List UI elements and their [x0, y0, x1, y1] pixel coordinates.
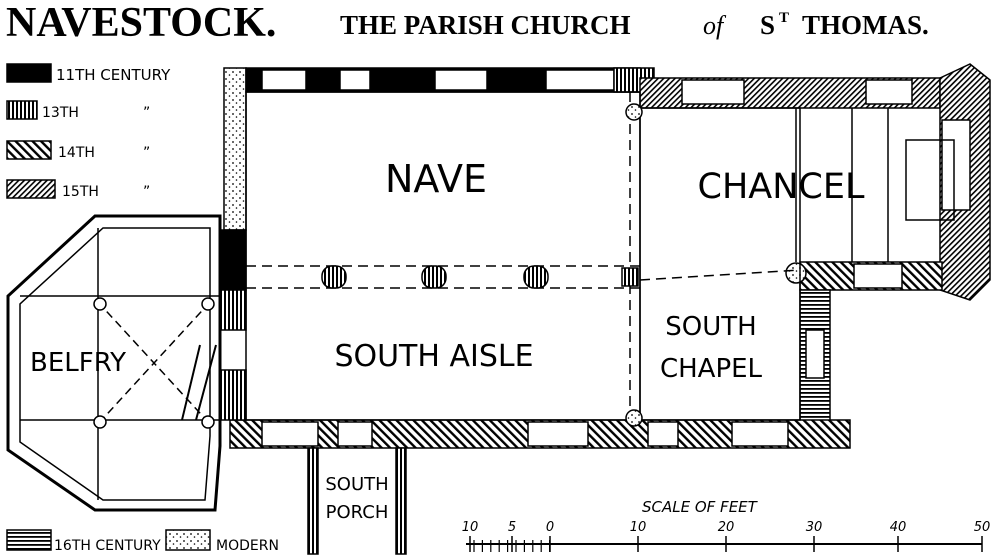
- scale-tick-label: 30: [806, 520, 823, 535]
- label-belfry: BELFRY: [30, 348, 126, 378]
- title-main: THE PARISH CHURCH: [340, 10, 631, 40]
- legend: 11TH CENTURY 13TH ” 14TH ” 15TH ” 16TH C…: [6, 63, 279, 554]
- legend-label-15th: 15TH: [62, 184, 99, 200]
- label-chancel: CHANCEL: [698, 167, 865, 207]
- room-labels: NAVE CHANCEL SOUTH AISLE SOUTH CHAPEL BE…: [30, 157, 865, 523]
- chancel-outline: [639, 107, 801, 421]
- east-window: [941, 119, 971, 211]
- belfry-post-1: [93, 297, 107, 311]
- legend-label-14th: 14TH: [58, 145, 95, 161]
- scale-tick-label: 20: [718, 520, 735, 535]
- chapel-arch: [639, 269, 801, 281]
- legend-swatch-15th: [6, 179, 56, 199]
- legend-ditto-14th: ”: [143, 145, 150, 161]
- west-wall-modern: [223, 67, 247, 231]
- legend-swatch-13th: [6, 100, 38, 120]
- label-south-aisle: SOUTH AISLE: [334, 339, 533, 374]
- pier-5: [625, 409, 643, 427]
- scale-tick-label: 10: [462, 520, 479, 535]
- label-south-chapel-2: CHAPEL: [660, 354, 763, 384]
- belfry-post-3: [93, 415, 107, 429]
- porch-west-wall: [307, 447, 319, 555]
- belfry-post-4: [201, 415, 215, 429]
- nave-window-1: [261, 69, 307, 91]
- pier-2: [421, 265, 447, 289]
- label-south-chapel-1: SOUTH: [665, 312, 756, 342]
- legend-ditto-15th: ”: [143, 184, 150, 200]
- pier-1: [321, 265, 347, 289]
- scale-title: SCALE OF FEET: [642, 498, 759, 516]
- title-thomas: THOMAS.: [802, 10, 929, 40]
- legend-label-modern: MODERN: [216, 538, 279, 554]
- legend-ditto-13th: ”: [143, 105, 150, 121]
- legend-swatch-14th: [6, 140, 52, 160]
- title-of: of: [703, 11, 727, 40]
- belfry-stair: [181, 344, 201, 421]
- title-saint-sup: T: [779, 10, 789, 26]
- label-nave: NAVE: [385, 157, 487, 201]
- title-block: NAVESTOCK. THE PARISH CHURCH of S T THOM…: [6, 0, 929, 46]
- belfry-stair-2: [195, 344, 217, 421]
- chancel-buttress: [785, 262, 807, 284]
- legend-label-16th: 16TH CENTURY: [54, 538, 161, 554]
- belfry-inner-wall: [19, 227, 211, 501]
- legend-swatch-11th: [6, 63, 52, 83]
- chancel-north-window-1: [681, 79, 745, 105]
- aisle-window-2: [527, 421, 589, 447]
- legend-label-11th: 11TH CENTURY: [56, 66, 171, 84]
- south-door: [337, 421, 373, 447]
- scale-tick-label: 5: [508, 520, 516, 535]
- nave-window-3: [545, 69, 615, 91]
- nave-window-2: [434, 69, 488, 91]
- belfry-post-2: [201, 297, 215, 311]
- pier-6: [625, 103, 643, 121]
- belfry-diagonal-2: [97, 301, 211, 425]
- chancel-north-window-2: [865, 79, 913, 105]
- label-south-porch-2: PORCH: [326, 502, 389, 523]
- piers: [93, 103, 643, 429]
- scale-tick-label: 40: [890, 520, 907, 535]
- scale-tick-label: 10: [630, 520, 647, 535]
- south-chapel-east-window: [805, 329, 825, 379]
- label-south-porch-1: SOUTH: [325, 474, 388, 495]
- nave-north-door: [339, 69, 371, 91]
- pier-3: [523, 265, 549, 289]
- walls: [6, 63, 991, 555]
- aisle-window-1: [261, 421, 319, 447]
- legend-swatch-modern: [165, 529, 211, 551]
- belfry-outer-wall: [6, 214, 222, 512]
- chapel-window: [731, 421, 789, 447]
- scale-minor-ticks: [473, 540, 551, 552]
- chancel-south-window: [853, 263, 903, 289]
- interior-lines: [20, 91, 955, 500]
- altar: [905, 139, 955, 221]
- chapel-door: [647, 421, 679, 447]
- scale-tick-label: 0: [546, 520, 554, 535]
- legend-label-13th: 13TH: [42, 105, 79, 121]
- porch-east-wall: [395, 447, 407, 555]
- west-wall-13th: [219, 289, 247, 331]
- title-place: NAVESTOCK.: [6, 0, 276, 46]
- legend-swatch-16th: [6, 529, 52, 551]
- west-wall-13th-lower: [219, 369, 247, 421]
- title-saint: S: [760, 10, 775, 40]
- pier-4: [621, 267, 639, 287]
- scale-tick-label: 50: [974, 520, 991, 535]
- west-wall-11th: [219, 229, 247, 291]
